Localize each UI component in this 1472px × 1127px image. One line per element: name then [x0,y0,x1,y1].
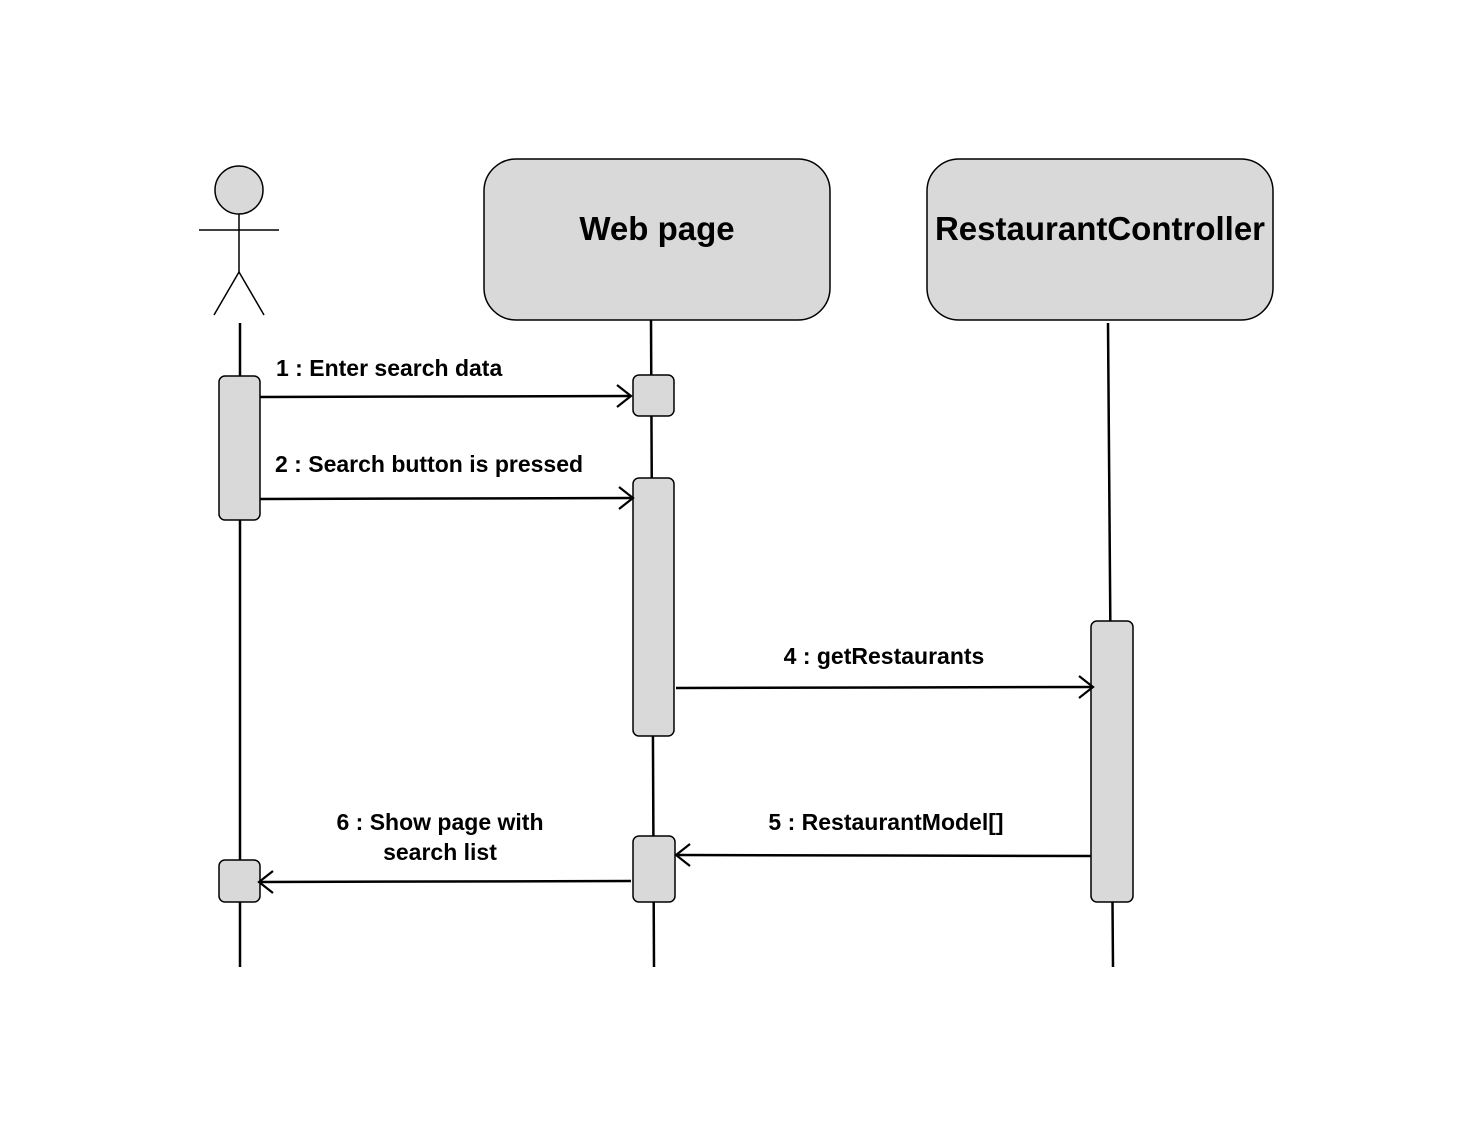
message-6-label-line-1: 6 : Show page with [336,809,543,835]
message-4: 4 : getRestaurants [675,643,1095,699]
participant-controller-label: RestaurantController [935,210,1265,247]
activation-controller-1 [1090,620,1134,903]
participant-webpage: Web page [483,158,831,321]
message-1-label: 1 : Enter search data [276,355,502,381]
activation-webpage-3 [632,835,676,903]
activation-user-2 [218,859,261,903]
activation-webpage-2 [632,477,675,737]
message-6: 6 : Show page with search list [257,809,632,894]
message-2-label: 2 : Search button is pressed [275,451,583,477]
message-5-label: 5 : RestaurantModel[] [768,809,1003,835]
activations [218,374,1134,903]
activation-webpage-1 [632,374,675,417]
message-2: 2 : Search button is pressed [259,451,635,510]
actor-user [199,165,279,316]
participant-controller: RestaurantController [926,158,1274,321]
message-5: 5 : RestaurantModel[] [674,809,1092,867]
activation-user-1 [218,375,261,521]
participant-webpage-label: Web page [579,210,734,247]
message-4-label: 4 : getRestaurants [784,643,985,669]
message-1: 1 : Enter search data [259,355,633,408]
message-6-label-line-2: search list [383,839,497,865]
